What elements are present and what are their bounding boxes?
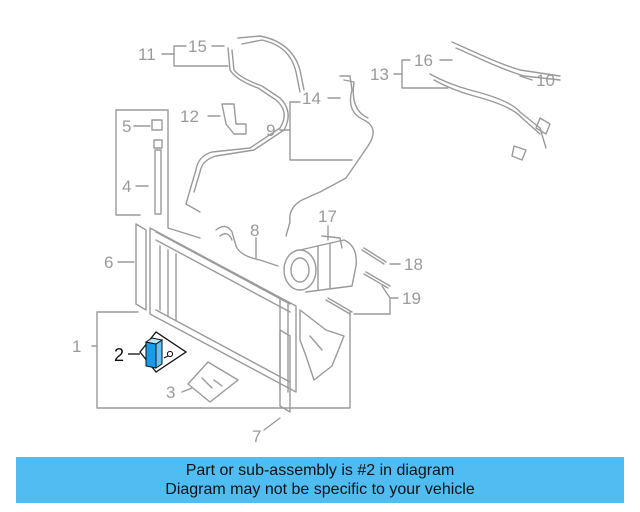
hose-line-15 bbox=[185, 47, 285, 213]
disclaimer-line: Diagram may not be specific to your vehi… bbox=[165, 481, 475, 498]
callout-19: 19 bbox=[402, 289, 421, 308]
receiver-drier-4 bbox=[153, 139, 163, 215]
bolt-18 bbox=[361, 247, 387, 265]
callout-18: 18 bbox=[404, 255, 423, 274]
leader-19 bbox=[353, 285, 399, 315]
hose-8 bbox=[215, 225, 279, 267]
callout-8: 8 bbox=[250, 221, 259, 240]
leader-7 bbox=[263, 417, 281, 431]
cap-5 bbox=[151, 119, 163, 131]
callout-13: 13 bbox=[370, 65, 389, 84]
group-outline-1 bbox=[96, 311, 351, 409]
callout-17: 17 bbox=[318, 207, 337, 226]
callout-5: 5 bbox=[122, 117, 131, 136]
callout-9: 9 bbox=[266, 121, 275, 140]
side-bracket-6 bbox=[135, 223, 147, 311]
part-3-diamond bbox=[187, 361, 239, 403]
callout-4: 4 bbox=[122, 177, 131, 196]
leader-11 bbox=[161, 45, 229, 67]
part-info-banner: Part or sub-assembly is #2 in diagram Di… bbox=[16, 457, 624, 503]
leader-10 bbox=[519, 75, 533, 81]
leader-3 bbox=[181, 387, 193, 393]
callout-7: 7 bbox=[252, 427, 261, 446]
bracket-12 bbox=[221, 103, 247, 135]
side-bracket-7 bbox=[279, 329, 291, 413]
hose-line-10 bbox=[451, 41, 561, 81]
callout-15: 15 bbox=[188, 37, 207, 56]
highlighted-part-2[interactable] bbox=[128, 331, 188, 373]
callout-11: 11 bbox=[138, 45, 156, 64]
hose-line-14 bbox=[285, 75, 374, 237]
parts-diagram: 1 2 3 4 5 6 7 8 9 10 11 12 13 14 15 16 1… bbox=[72, 35, 561, 446]
callout-2[interactable]: 2 bbox=[114, 345, 124, 365]
bolt-19a bbox=[363, 271, 391, 289]
leader-13 bbox=[393, 59, 449, 89]
callout-1: 1 bbox=[72, 337, 81, 356]
condenser-assembly bbox=[149, 227, 345, 393]
bolt-19b bbox=[325, 297, 353, 315]
part-info-line: Part or sub-assembly is #2 in diagram bbox=[185, 462, 455, 479]
callout-16: 16 bbox=[414, 51, 433, 70]
compressor-17 bbox=[283, 235, 357, 293]
callout-12: 12 bbox=[180, 107, 199, 126]
group-outline-4-5 bbox=[115, 109, 201, 239]
callout-6: 6 bbox=[104, 253, 113, 272]
callout-10: 10 bbox=[536, 71, 555, 90]
leader-9 bbox=[279, 101, 353, 161]
callout-3: 3 bbox=[166, 383, 175, 402]
callout-14: 14 bbox=[302, 89, 321, 108]
